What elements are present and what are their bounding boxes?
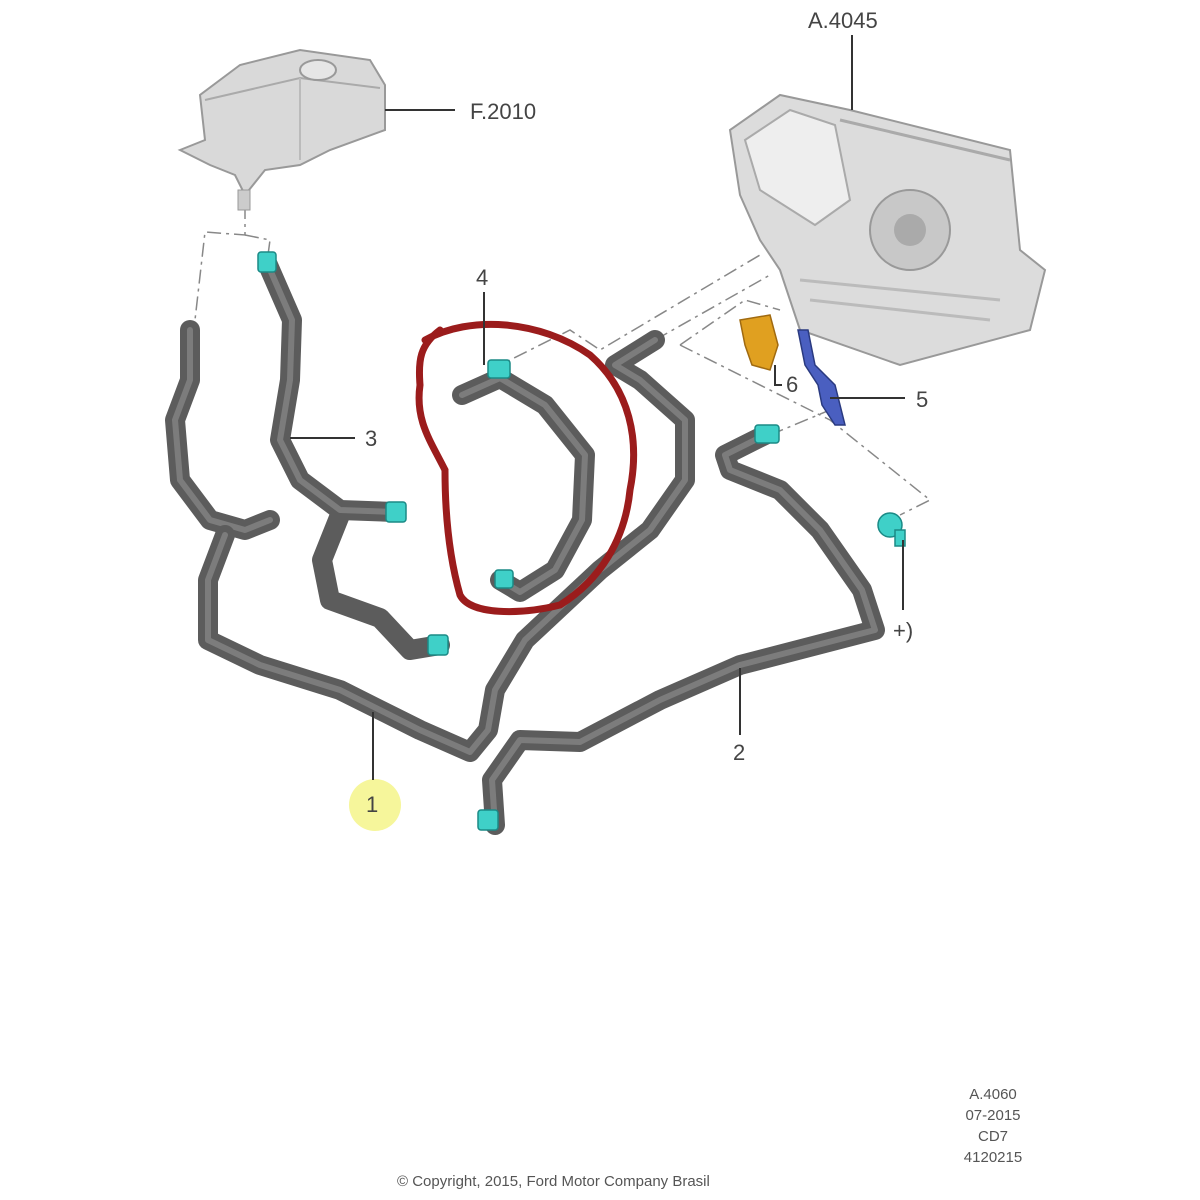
callout-part-2: 2 xyxy=(733,740,745,765)
figure-date: 07-2015 xyxy=(965,1107,1020,1124)
callout-heater-unit: A.4045 xyxy=(808,8,878,33)
catalog-code: CD7 xyxy=(978,1128,1008,1145)
reference-block: A.4060 07-2015 CD7 4120215 xyxy=(964,1086,1022,1166)
hose-1 xyxy=(198,330,695,762)
heater-unit xyxy=(728,93,1047,367)
hose-2 xyxy=(482,425,885,835)
quick-connectors xyxy=(257,251,780,831)
callout-part-3: 3 xyxy=(365,426,377,451)
callout-bolt-note: +) xyxy=(893,618,913,643)
callout-expansion-tank: F.2010 xyxy=(470,99,536,124)
bracket-6 xyxy=(739,314,779,371)
expansion-tank xyxy=(177,48,386,211)
hose-3 xyxy=(258,255,450,660)
part-1-marker xyxy=(349,779,401,831)
callout-part-5: 5 xyxy=(916,387,928,412)
hose-4 xyxy=(452,368,595,602)
figure-code: A.4060 xyxy=(969,1086,1017,1103)
callout-part-6: 6 xyxy=(786,372,798,397)
assembly-dashed-lines xyxy=(194,205,932,516)
bolt xyxy=(877,512,906,547)
copyright-notice: © Copyright, 2015, Ford Motor Company Br… xyxy=(397,1173,710,1190)
figure-number: 4120215 xyxy=(964,1149,1022,1166)
callout-part-1: 1 xyxy=(366,792,378,817)
bracket-5 xyxy=(797,329,846,426)
hose-left-branch xyxy=(165,320,280,540)
callout-part-4: 4 xyxy=(476,265,488,290)
leader-lines xyxy=(290,35,905,780)
highlight-circle xyxy=(415,320,638,615)
